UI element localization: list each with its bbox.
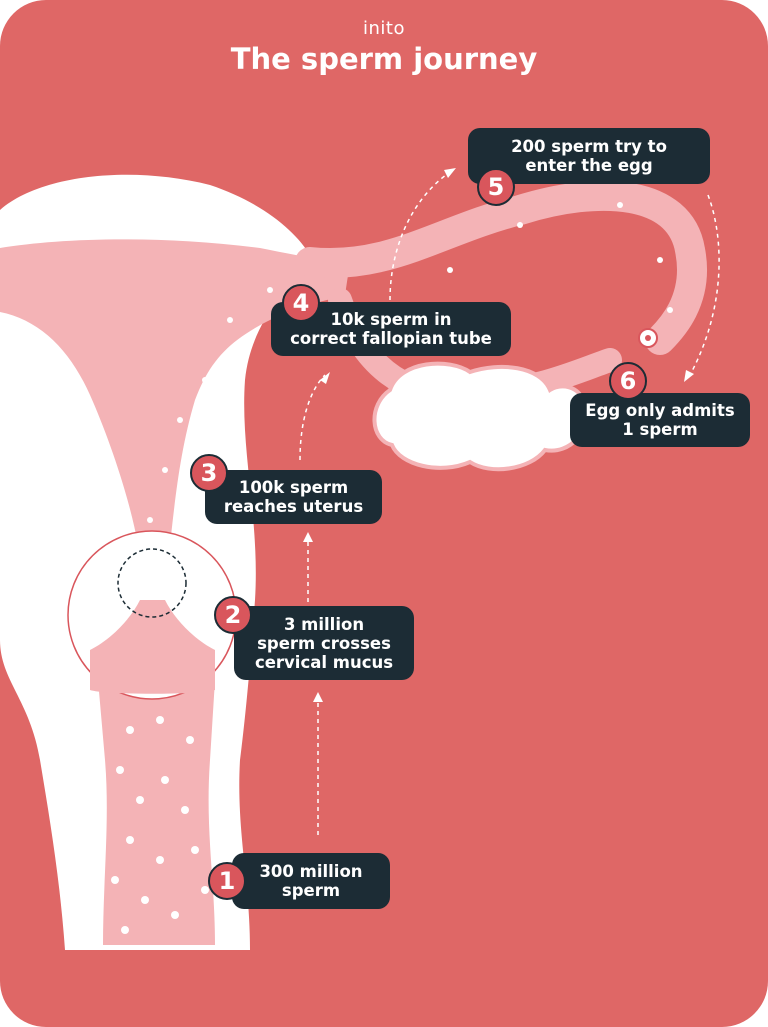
zoom-circle xyxy=(117,548,187,618)
step-5-line-1: 200 sperm try to xyxy=(511,137,667,156)
step-4-line-2: correct fallopian tube xyxy=(290,329,492,348)
step-1-line-2: sperm xyxy=(281,881,341,900)
step-2-badge: 2 xyxy=(214,596,252,634)
step-3-line-1: 100k sperm xyxy=(238,478,349,497)
step-6-line-1: Egg only admits xyxy=(585,401,735,420)
step-6-badge: 6 xyxy=(609,362,647,400)
step-3-line-2: reaches uterus xyxy=(223,497,364,516)
step-6-label: Egg only admits 1 sperm xyxy=(570,393,750,447)
step-3-badge: 3 xyxy=(190,454,228,492)
step-5-label: 200 sperm try to enter the egg xyxy=(468,128,710,184)
step-2-label: 3 million sperm crosses cervical mucus xyxy=(234,606,414,680)
step-3-label: 100k sperm reaches uterus xyxy=(205,470,382,524)
step-2-line-2: sperm crosses xyxy=(257,633,391,653)
arrow-heads xyxy=(303,168,694,702)
sperm-cells xyxy=(111,202,673,934)
step-1-line-1: 300 million xyxy=(259,862,363,881)
step-1-badge: 1 xyxy=(208,862,246,900)
step-4-badge: 4 xyxy=(282,284,320,322)
cervix-section xyxy=(90,600,215,694)
uterus-top-band xyxy=(0,239,350,545)
egg-core xyxy=(645,335,651,341)
step-5-line-2: enter the egg xyxy=(525,156,653,175)
step-2-line-3: cervical mucus xyxy=(254,652,394,672)
brand-logo: inito xyxy=(363,18,405,39)
step-1-label: 300 million sperm xyxy=(232,853,390,909)
fallopian-tube xyxy=(295,180,707,355)
vaginal-canal xyxy=(98,680,215,945)
step-6-line-2: 1 sperm xyxy=(622,420,698,439)
step-2-line-1: 3 million xyxy=(283,614,365,634)
step-5-badge: 5 xyxy=(477,168,515,206)
page-title: The sperm journey xyxy=(230,42,538,76)
step-4-line-1: 10k sperm in xyxy=(330,310,452,329)
